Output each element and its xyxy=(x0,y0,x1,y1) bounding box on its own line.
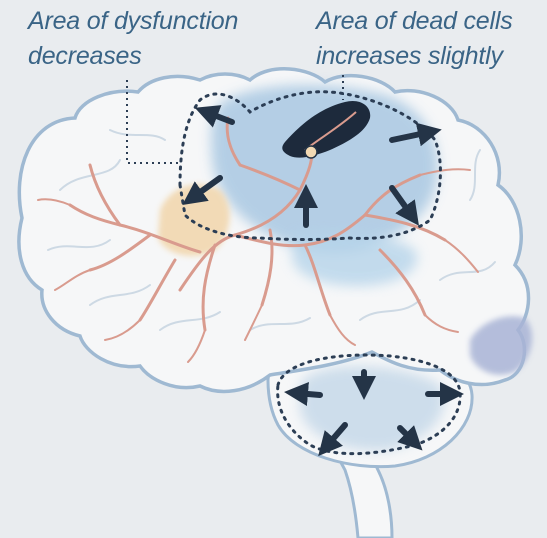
dead-cells-label-line1: Area of dead cells xyxy=(316,6,513,36)
dysfunction-label-line2: decreases xyxy=(28,41,142,71)
dead-cells-label-line2: increases slightly xyxy=(316,41,503,71)
expansion-arrow xyxy=(296,393,320,395)
occlusion-point xyxy=(305,146,317,158)
dysfunction-label-line1: Area of dysfunction xyxy=(28,6,238,36)
